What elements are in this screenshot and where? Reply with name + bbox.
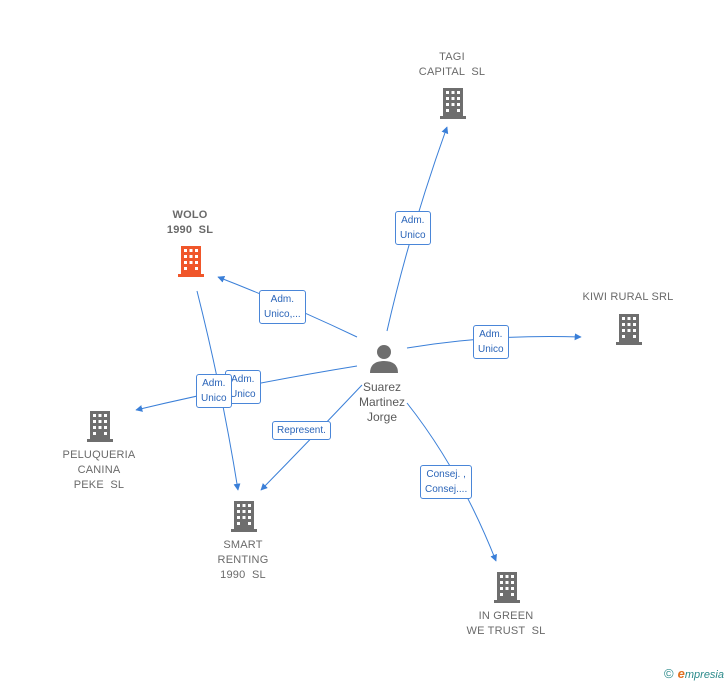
edge-label-tagi: Adm. Unico bbox=[395, 211, 431, 245]
edge-label-smart-rep: Represent. bbox=[272, 421, 331, 440]
company-label-wolo[interactable]: WOLO 1990 SL bbox=[166, 209, 214, 236]
company-label-ingreen[interactable]: IN GREEN WE TRUST SL bbox=[466, 610, 546, 637]
brand-logo-letter: e bbox=[677, 666, 685, 681]
brand-name: mpresia bbox=[684, 669, 724, 681]
building-icon-kiwi[interactable] bbox=[616, 314, 642, 345]
building-icon-smart[interactable] bbox=[231, 501, 257, 532]
edge-label-peluqueria: Adm. Unico bbox=[196, 374, 232, 408]
person-icon[interactable] bbox=[370, 345, 398, 373]
company-label-smart[interactable]: SMART RENTING 1990 SL bbox=[217, 539, 269, 581]
brand-footer[interactable]: ©empresia bbox=[664, 666, 724, 681]
company-label-tagi[interactable]: TAGI CAPITAL SL bbox=[418, 51, 486, 78]
person-label[interactable]: Suarez Martinez Jorge bbox=[358, 380, 405, 424]
edge-label-kiwi: Adm. Unico bbox=[473, 325, 509, 359]
copyright-icon: © bbox=[664, 666, 674, 681]
company-label-peluqueria[interactable]: PELUQUERIA CANINA PEKE SL bbox=[62, 449, 136, 491]
building-icon[interactable] bbox=[440, 86, 466, 119]
edge-label-wolo: Adm. Unico,... bbox=[259, 290, 306, 324]
company-label-kiwi[interactable]: KIWI RURAL SRL bbox=[582, 291, 674, 303]
building-icon-wolo[interactable] bbox=[178, 246, 204, 277]
building-icon-ingreen[interactable] bbox=[494, 572, 520, 603]
edge-label-ingreen: Consej. , Consej.... bbox=[420, 465, 473, 499]
building-icon-peluqueria[interactable] bbox=[87, 411, 113, 442]
